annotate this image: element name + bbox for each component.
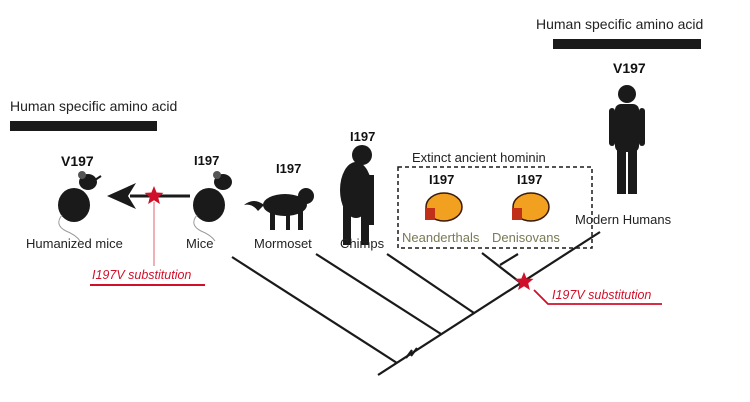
substitution-label-right: I197V substitution — [552, 288, 652, 302]
chimp-icon — [340, 145, 374, 245]
mormoset-residue: I197 — [276, 161, 302, 176]
extinct-group-title: Extinct ancient hominin — [412, 150, 546, 165]
mice-label: Mice — [186, 236, 214, 251]
human-icon — [609, 85, 645, 194]
arrow-head-icon — [107, 183, 136, 209]
denisovans-label: Denisovans — [492, 230, 560, 245]
mormoset-label: Mormoset — [254, 236, 312, 251]
branch-chimps — [386, 253, 475, 314]
denisovan-skull-icon — [512, 192, 550, 222]
branch-mice — [231, 256, 398, 364]
marmoset-icon — [244, 188, 314, 230]
substitution-label-left: I197V substitution — [92, 268, 192, 282]
neanderthal-skull-icon — [425, 192, 463, 222]
phylogenetic-tree — [231, 231, 601, 376]
neanderthals-label: Neanderthals — [402, 230, 480, 245]
mouse-icon — [193, 171, 232, 242]
humanized-mice-residue: V197 — [61, 153, 94, 169]
axis-break-mark-1 — [405, 349, 413, 359]
humanized-mice-label: Humanized mice — [26, 236, 123, 251]
branch-neanderthal-denisovan-split — [499, 253, 519, 266]
humanized-mouse-icon — [58, 171, 102, 242]
right-header-bar — [553, 39, 701, 49]
branch-extinct-hominins — [481, 252, 523, 285]
axis-break-mark-2 — [410, 347, 418, 357]
chimps-label: Chimps — [340, 236, 385, 251]
branch-mormoset — [315, 253, 442, 335]
modern-humans-residue: V197 — [613, 60, 646, 76]
neanderthals-residue: I197 — [429, 172, 455, 187]
star-icon-left — [144, 186, 164, 204]
left-header-label: Human specific amino acid — [10, 98, 178, 114]
modern-humans-label: Modern Humans — [575, 212, 672, 227]
extinct-hominin-box — [397, 166, 593, 249]
denisovans-residue: I197 — [517, 172, 543, 187]
star-icon-right — [514, 272, 534, 290]
callout-line-right — [533, 289, 662, 305]
right-header-label: Human specific amino acid — [536, 16, 704, 32]
mice-residue: I197 — [194, 153, 220, 168]
chimps-residue: I197 — [350, 129, 376, 144]
left-header-bar — [10, 121, 157, 131]
